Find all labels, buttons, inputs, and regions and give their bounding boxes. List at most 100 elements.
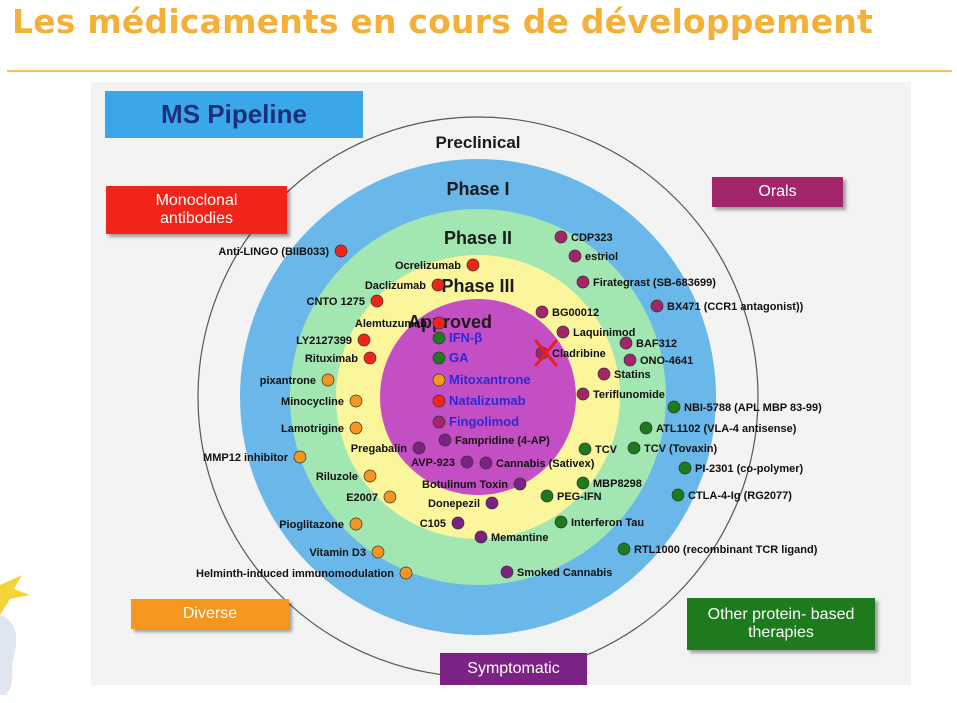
drug-label-fampridine-4-ap: Fampridine (4-AP) [455, 435, 550, 447]
drug-dot-cdp323 [554, 230, 568, 244]
phase-label-preclinical: Preclinical [435, 133, 520, 152]
drug-dot-lamotrigine [349, 421, 363, 435]
drug-label-ifn: IFN-β [449, 330, 482, 345]
drug-dot-ocrelizumab [466, 258, 480, 272]
logo-icon [0, 575, 30, 695]
drug-dot-nbi-5788-apl-mbp-83-99 [667, 400, 681, 414]
drug-label-pioglitazone: Pioglitazone [279, 519, 344, 531]
drug-label-teriflunomide: Teriflunomide [593, 389, 665, 401]
drug-label-estriol: estriol [585, 251, 618, 263]
drug-dot-statins [597, 367, 611, 381]
drug-dot-rtl1000-recombinant-tcr-ligand [617, 542, 631, 556]
drug-label-cdp323: CDP323 [571, 232, 613, 244]
drug-label-c105: C105 [420, 518, 446, 530]
drug-label-pixantrone: pixantrone [260, 375, 316, 387]
drug-dot-rituximab [363, 351, 377, 365]
drug-label-e2007: E2007 [346, 492, 378, 504]
drug-label-cladribine: Cladribine [552, 348, 606, 360]
drug-dot-atl1102-vla-4-antisense [639, 421, 653, 435]
drug-label-bx471-ccr1-antagonist: BX471 (CCR1 antagonist)) [667, 301, 804, 313]
drug-dot-smoked-cannabis [500, 565, 514, 579]
drug-dot-mmp12-inhibitor [293, 450, 307, 464]
drug-label-pi-2301-co-polymer: PI-2301 (co-polymer) [695, 463, 804, 475]
drug-label-avp-923: AVP-923 [411, 457, 455, 469]
drug-label-ocrelizumab: Ocrelizumab [395, 260, 461, 272]
drug-label-firategrast-sb-683699: Firategrast (SB-683699) [593, 277, 716, 289]
ring-approved [380, 299, 576, 495]
drug-label-lamotrigine: Lamotrigine [281, 423, 344, 435]
drug-label-anti-lingo-biib033: Anti-LINGO (BIIB033) [218, 246, 329, 258]
legend-other-protein-therapies: Other protein- based therapies [687, 598, 875, 650]
drug-dot-ono-4641 [623, 353, 637, 367]
legend-symptomatic: Symptomatic [440, 653, 587, 685]
drug-dot-fampridine-4-ap [438, 433, 452, 447]
drug-label-mbp8298: MBP8298 [593, 478, 642, 490]
struck-out-cross-icon [534, 339, 558, 367]
drug-label-mmp12-inhibitor: MMP12 inhibitor [203, 452, 289, 464]
drug-dot-ga [432, 351, 446, 365]
drug-label-tcv-tovaxin: TCV (Tovaxin) [644, 443, 717, 455]
drug-label-donepezil: Donepezil [428, 498, 480, 510]
drug-label-ono-4641: ONO-4641 [640, 355, 693, 367]
drug-dot-natalizumab [432, 394, 446, 408]
phase-label-phase-iii: Phase III [441, 276, 514, 296]
phase-label-phase-ii: Phase II [444, 228, 512, 248]
drug-label-ga: GA [449, 350, 469, 365]
drug-dot-daclizumab [431, 278, 445, 292]
drug-label-memantine: Memantine [491, 532, 548, 544]
drug-dot-pi-2301-co-polymer [678, 461, 692, 475]
drug-dot-cnto-1275 [370, 294, 384, 308]
drug-dot-tcv [578, 442, 592, 456]
legend-monoclonal-antibodies: Monoclonal antibodies [106, 186, 287, 234]
drug-dot-laquinimod [556, 325, 570, 339]
drug-label-peg-ifn: PEG-IFN [557, 491, 602, 503]
drug-dot-c105 [451, 516, 465, 530]
drug-dot-fingolimod [432, 415, 446, 429]
drug-label-statins: Statins [614, 369, 651, 381]
phase-label-approved: Approved [408, 312, 492, 332]
drug-dot-e2007 [383, 490, 397, 504]
drug-dot-ifn [432, 331, 446, 345]
drug-dot-mbp8298 [576, 476, 590, 490]
drug-dot-baf312 [619, 336, 633, 350]
drug-label-helminth-induced-immunomodulation: Helminth-induced immunomodulation [196, 568, 394, 580]
drug-label-bg00012: BG00012 [552, 307, 599, 319]
drug-dot-avp-923 [460, 455, 474, 469]
drug-dot-firategrast-sb-683699 [576, 275, 590, 289]
drug-dot-vitamin-d3 [371, 545, 385, 559]
drug-label-cnto-1275: CNTO 1275 [307, 296, 366, 308]
drug-dot-pregabalin [412, 441, 426, 455]
drug-label-baf312: BAF312 [636, 338, 677, 350]
drug-dot-ctla-4-ig-rg2077 [671, 488, 685, 502]
drug-dot-ly2127399 [357, 333, 371, 347]
legend-orals: Orals [712, 177, 843, 207]
drug-label-mitoxantrone: Mitoxantrone [449, 372, 531, 387]
drug-label-vitamin-d3: Vitamin D3 [309, 547, 366, 559]
drug-dot-bg00012 [535, 305, 549, 319]
drug-dot-alemtuzumab [432, 316, 446, 330]
drug-label-nbi-5788-apl-mbp-83-99: NBI-5788 (APL MBP 83-99) [684, 402, 822, 414]
drug-dot-peg-ifn [540, 489, 554, 503]
drug-label-smoked-cannabis: Smoked Cannabis [517, 567, 612, 579]
drug-label-natalizumab: Natalizumab [449, 393, 526, 408]
drug-dot-botulinum-toxin [513, 477, 527, 491]
drug-dot-helminth-induced-immunomodulation [399, 566, 413, 580]
drug-label-atl1102-vla-4-antisense: ATL1102 (VLA-4 antisense) [656, 423, 797, 435]
drug-dot-pioglitazone [349, 517, 363, 531]
drug-label-interferon-tau: Interferon Tau [571, 517, 644, 529]
drug-dot-teriflunomide [576, 387, 590, 401]
drug-dot-tcv-tovaxin [627, 441, 641, 455]
drug-label-rtl1000-recombinant-tcr-ligand: RTL1000 (recombinant TCR ligand) [634, 544, 818, 556]
drug-label-laquinimod: Laquinimod [573, 327, 635, 339]
legend-diverse: Diverse [131, 599, 289, 629]
drug-label-fingolimod: Fingolimod [449, 414, 519, 429]
drug-label-pregabalin: Pregabalin [351, 443, 408, 455]
drug-label-ly2127399: LY2127399 [296, 335, 352, 347]
drug-dot-memantine [474, 530, 488, 544]
drug-dot-cannabis-sativex [479, 456, 493, 470]
drug-label-daclizumab: Daclizumab [365, 280, 426, 292]
drug-dot-donepezil [485, 496, 499, 510]
drug-label-alemtuzumab: Alemtuzumab [355, 318, 427, 330]
